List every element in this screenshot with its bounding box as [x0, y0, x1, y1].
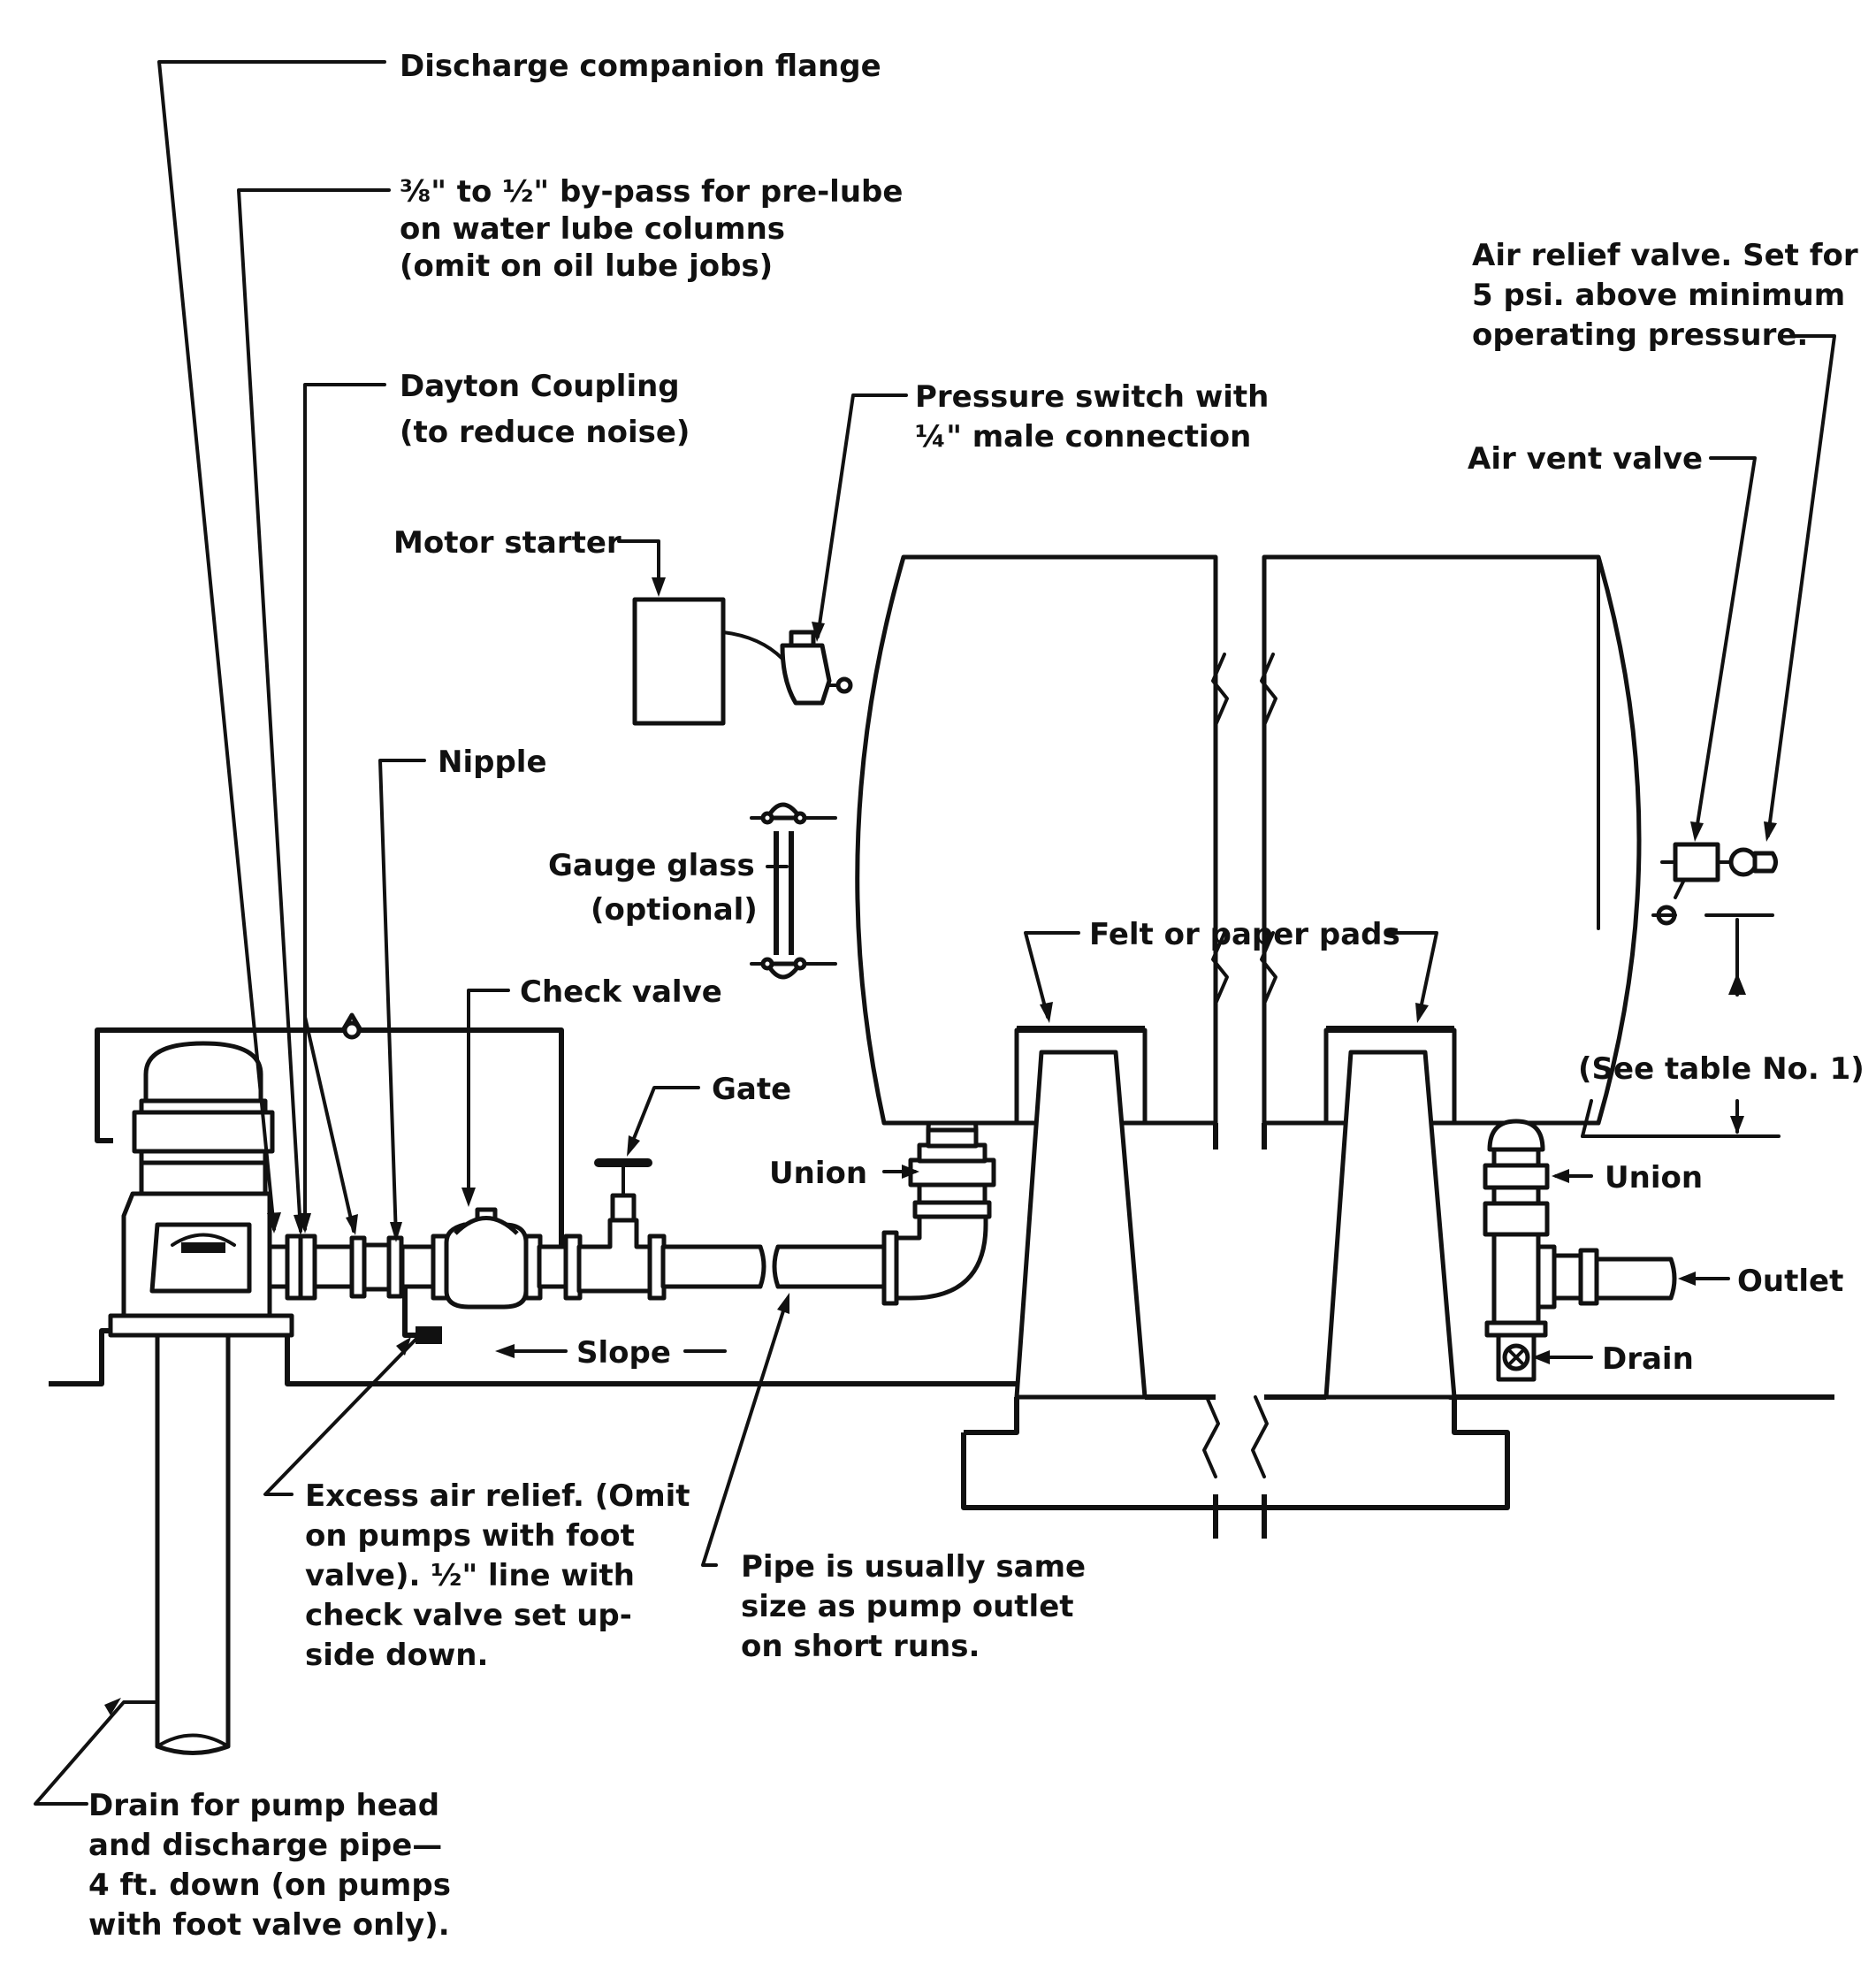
floor-lines: [49, 1328, 1834, 1400]
label-gate: Gate: [712, 1072, 791, 1107]
see-table-dimension: [1581, 913, 1781, 1138]
pump: [108, 1041, 294, 1755]
air-valves: [1651, 842, 1778, 926]
label-discharge-flange: Discharge companion flange: [400, 49, 881, 84]
label-slope: Slope: [576, 1335, 671, 1371]
label-union-right: Union: [1605, 1160, 1703, 1195]
label-drain-right: Drain: [1602, 1341, 1694, 1377]
label-dayton-line1: Dayton Coupling: [400, 369, 680, 404]
gauge-glass: [750, 802, 837, 980]
label-gauge-glass-line1: Gauge glass: [548, 848, 755, 883]
leader-lines: [34, 60, 1836, 1806]
bypass-loop: [95, 1012, 564, 1251]
label-dayton-line2: (to reduce noise): [400, 415, 690, 450]
label-drain-pump-line3: 4 ft. down (on pumps: [88, 1868, 451, 1903]
label-excess-air-line5: side down.: [305, 1638, 488, 1673]
label-outlet: Outlet: [1737, 1264, 1843, 1299]
label-pressure-switch-line2: ¼" male connection: [915, 419, 1251, 454]
label-air-relief-line1: Air relief valve. Set for: [1472, 238, 1858, 273]
label-air-vent: Air vent valve: [1468, 441, 1703, 477]
label-excess-air-line1: Excess air relief. (Omit: [305, 1478, 690, 1514]
label-drain-pump-line2: and discharge pipe—: [88, 1828, 442, 1863]
label-pipe-size-line3: on short runs.: [741, 1629, 980, 1664]
label-excess-air-line2: on pumps with foot: [305, 1518, 635, 1554]
label-drain-pump-line4: with foot valve only).: [88, 1907, 450, 1943]
label-pipe-size-line1: Pipe is usually same: [741, 1549, 1086, 1585]
label-felt-pads: Felt or paper pads: [1089, 917, 1400, 952]
labels: Discharge companion flange ⅜" to ½" by-p…: [88, 49, 1865, 1943]
label-gauge-glass-line2: (optional): [591, 892, 758, 928]
label-pipe-size-line2: size as pump outlet: [741, 1589, 1074, 1624]
label-air-relief-line2: 5 psi. above minimum: [1472, 278, 1845, 313]
label-bypass-line2: on water lube columns: [400, 211, 785, 247]
label-nipple: Nipple: [438, 745, 547, 780]
label-see-table: (See table No. 1): [1578, 1051, 1865, 1087]
label-excess-air-line4: check valve set up-: [305, 1598, 632, 1633]
label-check-valve: Check valve: [520, 974, 722, 1010]
label-air-relief-line3: operating pressure.: [1472, 317, 1808, 353]
label-excess-air-line3: valve). ½" line with: [305, 1558, 635, 1593]
label-pressure-switch-line1: Pressure switch with: [915, 379, 1269, 415]
label-bypass-line1: ⅜" to ½" by-pass for pre-lube: [400, 174, 903, 210]
label-bypass-line3: (omit on oil lube jobs): [400, 248, 773, 284]
label-drain-pump-line1: Drain for pump head: [88, 1788, 439, 1823]
label-motor-starter: Motor starter: [393, 525, 622, 561]
pressure-tank: [855, 554, 1642, 1150]
label-union-left: Union: [769, 1156, 867, 1191]
motor-starter-and-switch: [632, 597, 853, 726]
discharge-piping: [267, 1101, 996, 1344]
saddle-supports: [961, 1026, 1510, 1539]
outlet-assembly: [1483, 1119, 1677, 1382]
